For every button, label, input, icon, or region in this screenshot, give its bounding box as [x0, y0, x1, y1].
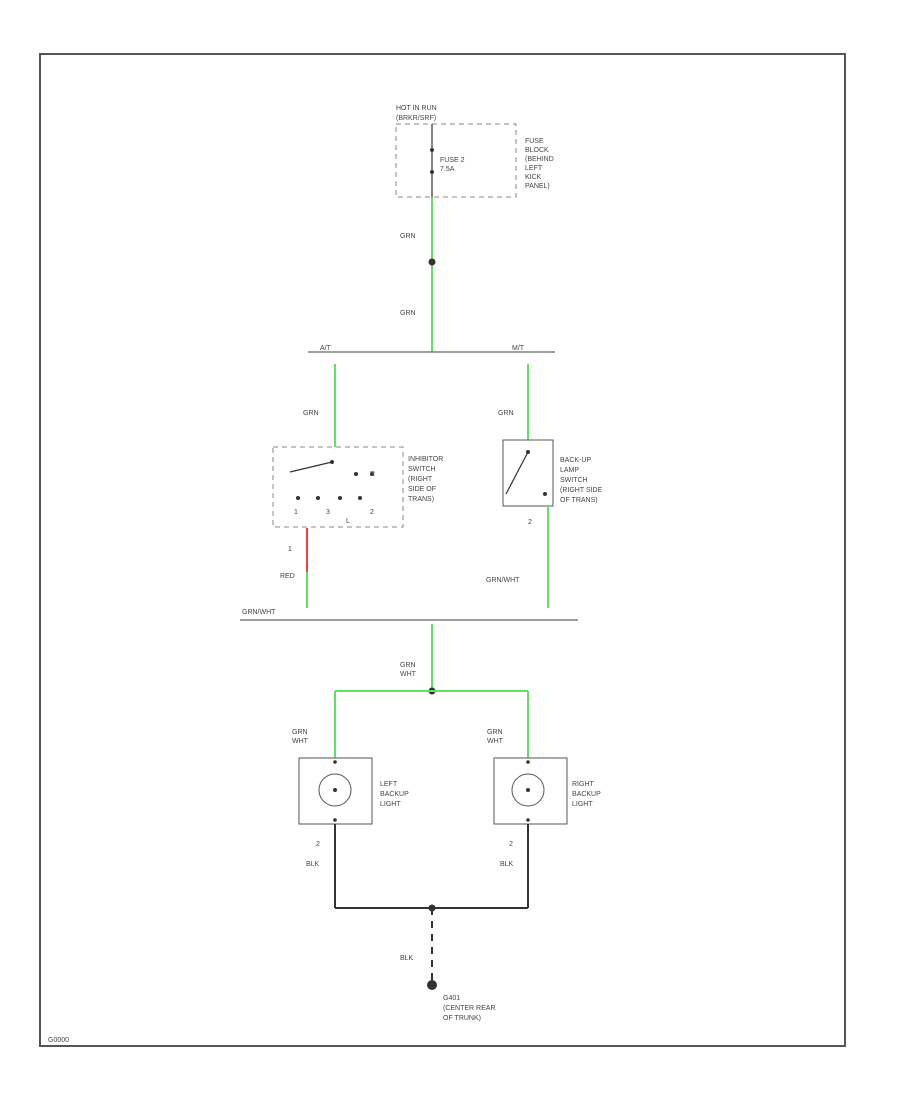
inhibitor-contact — [330, 460, 334, 464]
diagram-code: G0000 — [48, 1037, 69, 1044]
inhibitor-contact — [354, 472, 358, 476]
inhibitor-contact — [316, 496, 320, 500]
wire-label-grn-wht: GRN — [292, 729, 308, 736]
ground-point — [427, 980, 437, 990]
fuse-block-dashed-box — [395, 123, 517, 198]
ground-label: OF TRUNK) — [443, 1015, 481, 1022]
right-backup-light-box — [493, 757, 568, 825]
left-light-pin-2: 2 — [316, 841, 320, 848]
wire-label-red: RED — [280, 573, 295, 580]
backup-lamp-switch-box — [502, 439, 554, 507]
inhibitor-pin-1: 1 — [294, 509, 298, 516]
fuse-terminal-bottom — [430, 170, 434, 174]
backup-switch-label: (RIGHT SIDE — [560, 487, 603, 494]
fuse-block-label: KICK — [525, 174, 542, 181]
inhibitor-label: TRANS) — [408, 496, 434, 503]
inhibitor-pin-r: R — [370, 471, 375, 478]
hot-in-run-label: HOT IN RUN — [396, 105, 437, 112]
fuse-terminal-top — [430, 148, 434, 152]
inhibitor-switch-arm — [289, 461, 333, 473]
wire-label-blk: BLK — [400, 955, 414, 962]
wire-label-grn: GRN — [498, 410, 514, 417]
ground-label: G401 — [443, 995, 460, 1002]
inhibitor-contact — [296, 496, 300, 500]
hot-in-run-sublabel: (BRKR/SRF) — [396, 115, 436, 122]
fuse-label: FUSE 2 — [440, 157, 465, 164]
inhibitor-pin-l: L — [346, 518, 350, 525]
inhibitor-contact — [338, 496, 342, 500]
wire-label-grn: GRN — [400, 310, 416, 317]
inhibitor-pin-2: 2 — [370, 509, 374, 516]
wire-label-grn-wht: GRN/WHT — [242, 609, 276, 616]
right-light-label: BACKUP — [572, 791, 601, 798]
fuse-block-label: BLOCK — [525, 147, 549, 154]
backup-switch-label: BACK-UP — [560, 457, 591, 464]
wire-label-grn: GRN — [400, 233, 416, 240]
backup-switch-pin-2: 2 — [528, 519, 532, 526]
fuse-block-label: LEFT — [525, 165, 543, 172]
wire-label-grn-wht: GRN — [400, 662, 416, 669]
left-light-label: LEFT — [380, 781, 398, 788]
inhibitor-output-pin: 1 — [288, 546, 292, 553]
right-light-terminal — [526, 818, 530, 822]
inhibitor-contact — [370, 472, 374, 476]
left-light-terminal — [333, 760, 337, 764]
inhibitor-label: SWITCH — [408, 466, 436, 473]
inhibitor-label: SIDE OF — [408, 486, 436, 493]
wire-label-grn-wht: GRN/WHT — [486, 577, 520, 584]
inhibitor-label: (RIGHT — [408, 476, 433, 483]
right-bulb-filament — [526, 788, 530, 792]
ground-label: (CENTER REAR — [443, 1005, 496, 1012]
inhibitor-label: INHIBITOR — [408, 456, 443, 463]
wire-label-grn-wht: WHT — [400, 671, 417, 678]
wire-label-grn-wht: WHT — [292, 738, 309, 745]
inhibitor-pin-3: 3 — [326, 509, 330, 516]
right-light-pin-2: 2 — [509, 841, 513, 848]
fuse-block-label: FUSE — [525, 138, 544, 145]
splice-dot-top — [428, 258, 436, 266]
fuse-block-label: (BEHIND — [525, 156, 554, 163]
wire-label-grn-wht: WHT — [487, 738, 504, 745]
inhibitor-contact — [358, 496, 362, 500]
left-backup-light-bulb — [318, 773, 352, 807]
wire-label-grn-wht: GRN — [487, 729, 503, 736]
backup-switch-label: OF TRANS) — [560, 497, 598, 504]
backup-switch-arm — [505, 451, 529, 495]
wire-label-blk: BLK — [306, 861, 320, 868]
splice-label-at: A/T — [320, 345, 332, 352]
diagram-frame — [39, 53, 846, 1047]
right-light-label: LIGHT — [572, 801, 593, 808]
splice-label-mt: M/T — [512, 345, 525, 352]
right-light-label: RIGHT — [572, 781, 595, 788]
left-light-terminal — [333, 818, 337, 822]
left-light-label: BACKUP — [380, 791, 409, 798]
left-bulb-filament — [333, 788, 337, 792]
fuse-rating: 7.5A — [440, 166, 455, 173]
wire-label-blk: BLK — [500, 861, 514, 868]
left-light-label: LIGHT — [380, 801, 401, 808]
backup-switch-contact — [543, 492, 547, 496]
wire-label-grn: GRN — [303, 410, 319, 417]
inhibitor-switch-dashed-box — [272, 446, 404, 528]
right-light-terminal — [526, 760, 530, 764]
right-backup-light-bulb — [511, 773, 545, 807]
backup-switch-label: LAMP — [560, 467, 579, 474]
fuse-block-label: PANEL) — [525, 183, 550, 190]
backup-switch-label: SWITCH — [560, 477, 588, 484]
